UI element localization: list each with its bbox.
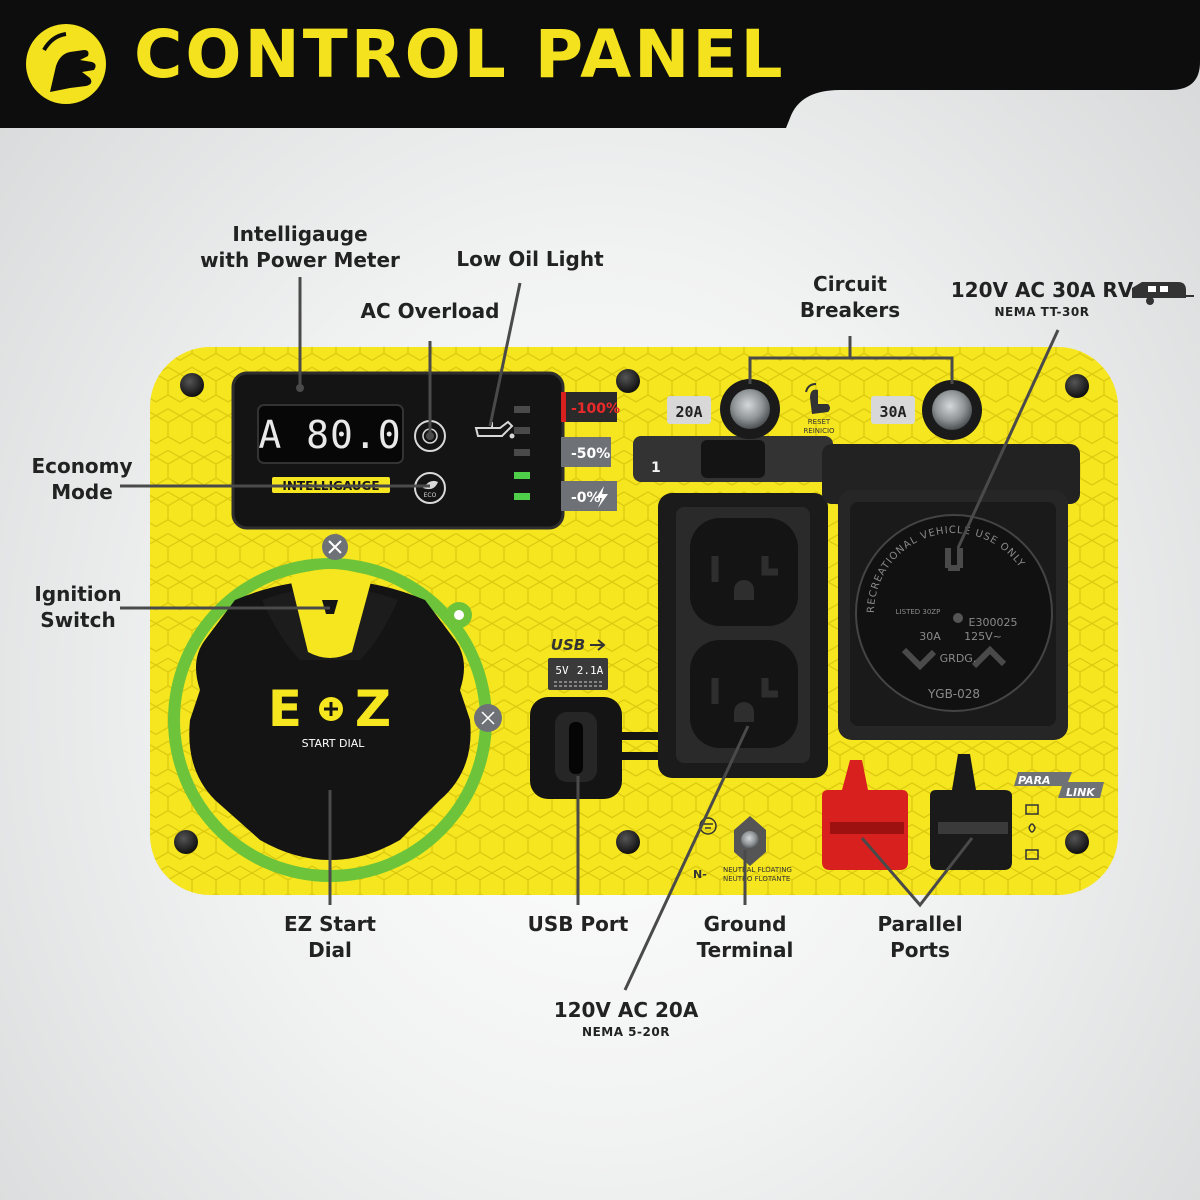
- breaker-20a[interactable]: 20A: [667, 379, 780, 439]
- usb-port[interactable]: USB 5V 2.1A: [530, 636, 660, 799]
- led-bar: [514, 406, 530, 413]
- callout-ignition-switch-line2: Switch: [40, 608, 116, 632]
- led-bar: [514, 449, 530, 456]
- callout-parallel-ports-line1: Parallel: [877, 912, 963, 936]
- callout-economy-mode: Economy Mode: [20, 453, 144, 505]
- gauge-level-100: -100%: [571, 401, 620, 417]
- svg-text:ECO: ECO: [424, 492, 437, 499]
- reset-hand-icon: [805, 383, 830, 414]
- reset-text: RESET: [808, 418, 831, 426]
- rv-spec-volts: 125V~: [964, 630, 1002, 643]
- parallel-port-red[interactable]: [822, 760, 908, 870]
- rv-spec-ground: GRDG.: [940, 652, 977, 665]
- callout-duplex-outlet-sub: NEMA 5-20R: [582, 1025, 670, 1039]
- callout-ground-terminal: Ground Terminal: [683, 911, 807, 963]
- paralink-link: LINK: [1066, 786, 1096, 799]
- callout-duplex-outlet-title: 120V AC 20A: [553, 998, 699, 1022]
- callout-ground-terminal-line2: Terminal: [696, 938, 794, 962]
- callout-circuit-breakers-line1: Circuit: [813, 272, 887, 296]
- usb-voltage: 5V: [555, 664, 569, 677]
- callout-circuit-breakers: Circuit Breakers: [790, 271, 910, 323]
- callout-intelligauge-line2: with Power Meter: [200, 248, 400, 272]
- led-bar: [514, 472, 530, 479]
- intelligauge-module: A 80.0 INTELLIGAUGE ECO: [231, 371, 565, 530]
- ez-logo-z: Z: [355, 680, 391, 738]
- led-bar: [514, 493, 530, 500]
- callout-parallel-ports: Parallel Ports: [862, 911, 978, 963]
- rv-outlet[interactable]: E300025 30A 125V~ GRDG. YGB-028 LISTED 3…: [822, 444, 1080, 740]
- display-readout: A 80.0: [258, 413, 401, 457]
- neutral-ground-label: N-: [693, 868, 707, 881]
- neutral-floating-text: NEUTRAL FLOATING: [723, 866, 792, 874]
- callout-ez-start-dial-line1: EZ Start: [283, 912, 376, 936]
- usb-amperage: 2.1A: [577, 664, 604, 677]
- callout-economy-mode-line1: Economy: [31, 454, 133, 478]
- callout-usb-port: USB Port: [527, 912, 629, 936]
- ez-start-dial[interactable]: E Z START DIAL: [168, 558, 492, 882]
- callout-rv-outlet-title: 120V AC 30A RV: [950, 278, 1134, 302]
- callout-parallel-ports-line2: Ports: [890, 938, 950, 962]
- callout-intelligauge: Intelligauge with Power Meter: [195, 221, 405, 273]
- neutral-floating-text-es: NEUTRO FLOTANTE: [723, 875, 790, 883]
- callout-duplex-outlet: 120V AC 20A NEMA 5-20R: [540, 997, 712, 1041]
- paralink-para: PARA: [1018, 774, 1051, 787]
- svg-text:30A: 30A: [879, 403, 906, 421]
- callout-rv-outlet-sub: NEMA TT-30R: [994, 305, 1090, 319]
- duplex-outlet[interactable]: 1: [633, 436, 833, 778]
- rv-ul-listing: LISTED 30ZP: [896, 608, 941, 616]
- callout-endpoints: [296, 384, 434, 440]
- gauge-scale: -100% -50% -0%: [561, 392, 620, 511]
- gauge-level-0: -0%: [571, 490, 601, 506]
- hand-icon: [26, 24, 106, 104]
- page-title: CONTROL PANEL: [134, 16, 786, 93]
- callout-economy-mode-line2: Mode: [51, 480, 113, 504]
- reset-text-es: REINICIO: [803, 427, 835, 435]
- callout-ignition-switch: Ignition Switch: [20, 581, 136, 633]
- rv-spec-cert: E300025: [969, 616, 1018, 629]
- callout-ez-start-dial-line2: Dial: [308, 938, 352, 962]
- gauge-level-50: -50%: [571, 446, 610, 462]
- led-bar: [514, 427, 530, 434]
- callout-ground-terminal-line1: Ground: [703, 912, 787, 936]
- callout-ez-start-dial: EZ Start Dial: [262, 911, 398, 963]
- parallel-port-black[interactable]: [930, 754, 1012, 870]
- callout-rv-outlet: 120V AC 30A RV NEMA TT-30R: [944, 277, 1140, 321]
- breaker-30a[interactable]: 30A: [871, 380, 982, 440]
- panel-screws: [174, 369, 1089, 854]
- rv-spec-amps: 30A: [919, 630, 941, 643]
- rv-trailer-icon: [1132, 282, 1194, 305]
- ez-logo-e: E: [268, 680, 302, 738]
- callout-low-oil: Low Oil Light: [456, 247, 604, 271]
- callout-ignition-switch-line1: Ignition: [34, 582, 122, 606]
- svg-text:20A: 20A: [675, 403, 702, 421]
- callout-circuit-breakers-line2: Breakers: [799, 298, 901, 322]
- usb-label: USB: [551, 636, 585, 654]
- callout-leader-lines: [120, 277, 1060, 991]
- rv-model: YGB-028: [927, 687, 980, 701]
- start-dial-text: START DIAL: [302, 737, 366, 750]
- header-bar: [0, 0, 1200, 128]
- outlet-cover-label: 1: [651, 460, 661, 476]
- callout-ac-overload: AC Overload: [360, 299, 500, 323]
- callout-intelligauge-line1: Intelligauge: [232, 222, 368, 246]
- paralink-badge: PARA LINK: [1014, 772, 1104, 860]
